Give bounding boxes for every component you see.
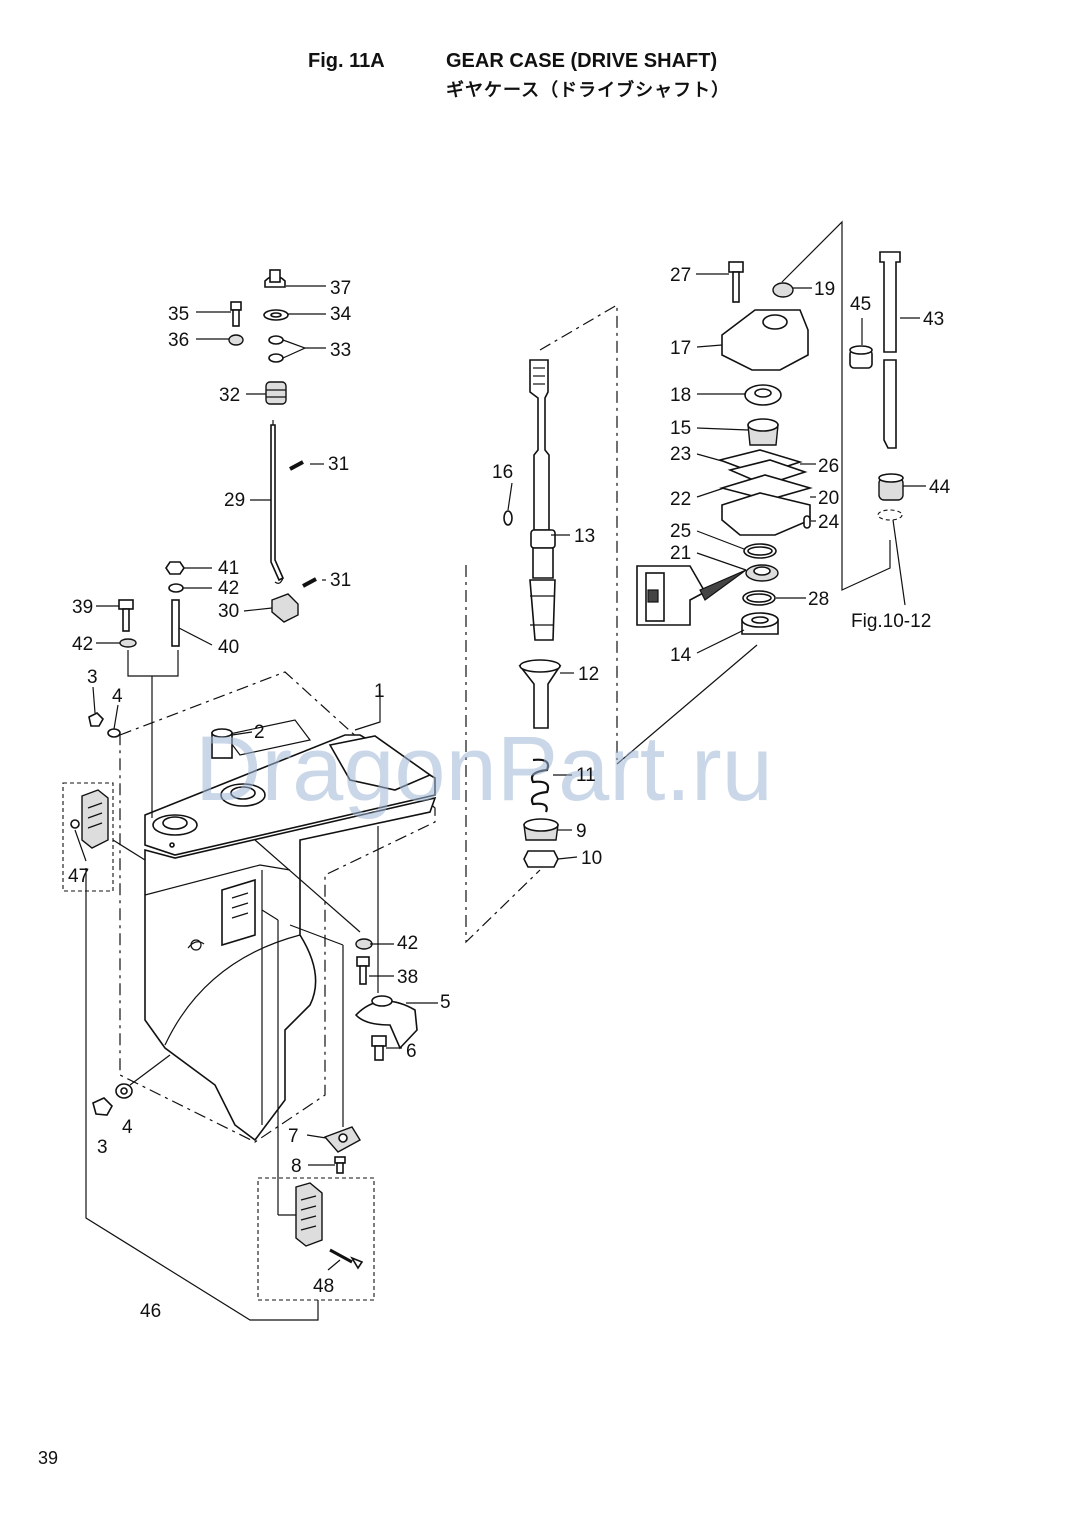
part-label-43: 43 (923, 309, 944, 330)
part-label-23: 23 (670, 444, 691, 465)
part-label-22: 22 (670, 489, 691, 510)
part-label-34: 34 (330, 304, 352, 325)
part-label-1: 1 (374, 681, 385, 702)
part-label-42: 42 (397, 933, 418, 954)
part-label-41: 41 (218, 558, 239, 579)
part-label-30: 30 (218, 601, 239, 622)
part-label-11: 11 (576, 765, 596, 786)
part-label-18: 18 (670, 385, 691, 406)
part-label-33: 33 (330, 340, 351, 361)
part-label-21: 21 (670, 543, 691, 564)
part-label-10: 10 (581, 848, 602, 869)
part-label-24: 24 (818, 512, 840, 533)
part-label-35: 35 (168, 304, 189, 325)
part-label-19: 19 (814, 279, 835, 300)
part-label-6: 6 (406, 1041, 417, 1062)
part-label-25: 25 (670, 521, 691, 542)
part-label-37: 37 (330, 278, 351, 299)
part-label-29: 29 (224, 490, 245, 511)
part-label-4: 4 (122, 1117, 133, 1138)
part-label-39: 39 (72, 597, 93, 618)
part-label-47: 47 (68, 866, 89, 887)
part-label-31: 31 (330, 570, 351, 591)
part-label-4: 4 (112, 686, 123, 707)
part-label-46: 46 (140, 1301, 161, 1322)
part-label-9: 9 (576, 821, 587, 842)
part-label-40: 40 (218, 637, 239, 658)
housing-fasteners (88, 712, 171, 1116)
intake-grille-kit-48 (85, 868, 375, 1321)
part-label-17: 17 (670, 338, 691, 359)
part-label-26: 26 (818, 456, 839, 477)
part-label-45: 45 (850, 294, 871, 315)
part-label-31: 31 (328, 454, 349, 475)
watermark: DragonPart.ru (195, 718, 773, 820)
figure-title-japanese: ギヤケース（ドライブシャフト） (446, 80, 731, 101)
part-label-32: 32 (219, 385, 240, 406)
part-label-5: 5 (440, 992, 451, 1013)
gear-case-housing (119, 671, 437, 1143)
drive-shaft-assembly (465, 303, 758, 944)
part-label-15: 15 (670, 418, 691, 439)
part-label-3: 3 (97, 1137, 108, 1158)
leader-lines (74, 273, 926, 1271)
part-label-16: 16 (492, 462, 513, 483)
part-label-12: 12 (578, 664, 599, 685)
part-label-36: 36 (168, 330, 189, 351)
lower-unit-fasteners (254, 826, 418, 1174)
part-label-3: 3 (87, 667, 98, 688)
part-label-38: 38 (397, 967, 418, 988)
part-label-7: 7 (288, 1126, 299, 1147)
part-label-27: 27 (670, 265, 691, 286)
part-label-44: 44 (929, 477, 951, 498)
part-label-28: 28 (808, 589, 829, 610)
shift-rod-assembly (118, 269, 317, 818)
water-pump-assembly (636, 220, 906, 635)
part-label-48: 48 (313, 1276, 334, 1297)
part-label-2: 2 (254, 722, 265, 743)
figure-title-english: GEAR CASE (DRIVE SHAFT) (446, 50, 718, 72)
part-label-20: 20 (818, 488, 839, 509)
part-label-42: 42 (218, 578, 239, 599)
part-label-14: 14 (670, 645, 692, 666)
part-label-8: 8 (291, 1156, 302, 1177)
part-label-13: 13 (574, 526, 595, 547)
part-number-labels: 1 2 3 3 4 4 5 6 7 8 9 10 11 12 13 14 15 … (68, 265, 951, 1322)
reference-fig-10-12: Fig.10-12 (851, 611, 931, 632)
intake-grille-kit-47 (62, 782, 146, 892)
part-label-42: 42 (72, 634, 93, 655)
page-number: 39 (38, 1448, 59, 1468)
figure-number: Fig. 11A (308, 50, 385, 72)
